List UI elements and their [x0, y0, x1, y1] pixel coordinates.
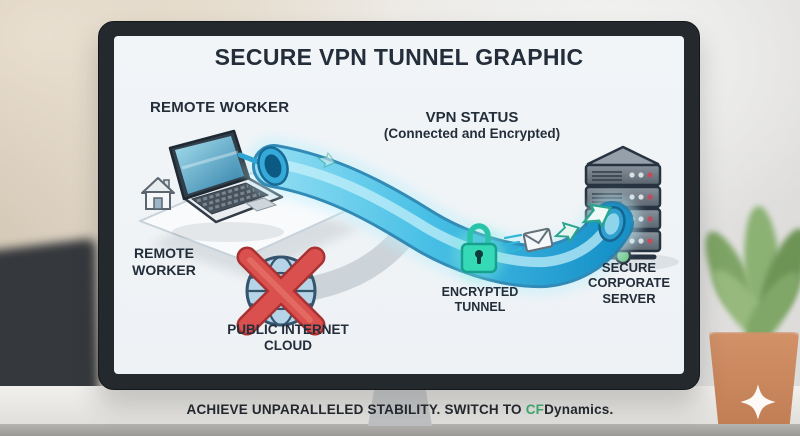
server-caption: SECURE CORPORATE SERVER [587, 260, 671, 306]
vpn-status-title: VPN STATUS [425, 109, 519, 126]
plant-pot [708, 332, 800, 436]
brand-rest: Dynamics. [544, 402, 614, 417]
tagline: ACHIEVE UNPARALLELED STABILITY. SWITCH T… [0, 402, 800, 417]
vpn-status-subtitle: (Connected and Encrypted) [383, 126, 561, 141]
monitor-stand [368, 388, 432, 426]
tagline-text: ACHIEVE UNPARALLELED STABILITY. SWITCH T… [186, 402, 526, 417]
remote-worker-caption: REMOTE WORKER [132, 245, 196, 278]
encrypted-tunnel-caption: ENCRYPTED TUNNEL [441, 285, 519, 314]
remote-worker-heading: REMOTE WORKER [150, 99, 290, 116]
monitor-bezel [98, 21, 700, 390]
graphic-title: SECURE VPN TUNNEL GRAPHIC [214, 44, 584, 70]
public-internet-caption: PUBLIC INTERNET CLOUD [227, 322, 349, 353]
desk-front-edge [0, 424, 800, 436]
brand-highlight: CF [525, 402, 545, 417]
sparkle-icon [740, 384, 776, 420]
